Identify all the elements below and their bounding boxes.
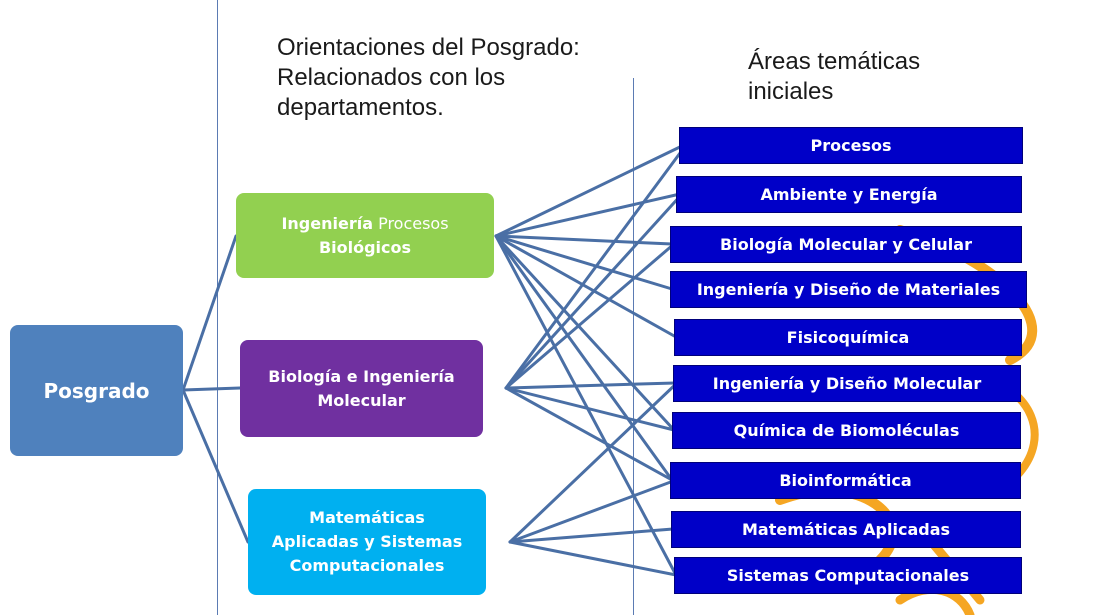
orientation-matematicas-label-line-1: Matemáticas <box>309 508 425 527</box>
area-quimica-biomoleculas-label: Química de Biomoléculas <box>733 421 960 440</box>
area-ingenieria-diseno-materiales: Ingeniería y Diseño de Materiales <box>670 271 1027 308</box>
connector-bm-to-quimica-biomoleculas <box>504 386 676 432</box>
divider-left <box>217 0 218 615</box>
area-ingenieria-diseno-materiales-label: Ingeniería y Diseño de Materiales <box>696 280 1001 299</box>
connector-pb-to-procesos <box>494 143 686 238</box>
area-fisicoquimica: Fisicoquímica <box>674 319 1022 356</box>
orientation-matematicas-sistemas: Matemáticas Aplicadas y Sistemas Computa… <box>248 489 486 595</box>
orientation-procesos-biologicos-label-light: Procesos <box>372 213 449 233</box>
area-procesos-label: Procesos <box>810 136 892 155</box>
area-sistemas-computacionales: Sistemas Computacionales <box>674 557 1022 594</box>
area-ambiente-energia-label: Ambiente y Energía <box>760 185 938 204</box>
connector-bm-to-bioinformatica <box>504 386 674 482</box>
heading-areas-line-2: iniciales <box>748 78 834 105</box>
heading-orientaciones-line-2: Relacionados con los <box>277 64 506 91</box>
heading-areas: Áreas temáticas iniciales <box>748 47 920 107</box>
heading-orientaciones-line-3: departamentos. <box>277 94 444 121</box>
area-sistemas-computacionales-label: Sistemas Computacionales <box>726 566 970 585</box>
connector-bm-to-procesos <box>504 143 688 390</box>
orientation-procesos-biologicos-label-b: Biológicos <box>318 237 412 257</box>
heading-orientaciones: Orientaciones del Posgrado: Relacionados… <box>277 33 580 123</box>
connector-pb-to-sistemas <box>494 234 678 577</box>
divider-right <box>633 78 634 615</box>
area-ingenieria-diseno-molecular-label: Ingeniería y Diseño Molecular <box>712 374 982 393</box>
heading-orientaciones-line-1: Orientaciones del Posgrado: <box>277 34 580 61</box>
connector-bm-to-ing-molecular <box>504 381 677 390</box>
area-ingenieria-diseno-molecular: Ingeniería y Diseño Molecular <box>673 365 1021 402</box>
orientation-procesos-biologicos-label-a: Ingeniería <box>281 213 373 233</box>
root-node-label: Posgrado <box>43 378 150 403</box>
area-matematicas-aplicadas-label: Matemáticas Aplicadas <box>741 520 951 539</box>
area-biologia-molecular-celular: Biología Molecular y Celular <box>670 226 1022 263</box>
heading-areas-line-1: Áreas temáticas <box>748 48 921 75</box>
orientation-matematicas-label-line-3: Computacionales <box>289 556 445 575</box>
connector-ms-to-sistemas <box>508 540 678 577</box>
connector-bm-to-ambiente <box>504 192 684 390</box>
connector-pb-to-ing-materiales <box>494 234 674 291</box>
connector-bm-to-biologia-celular <box>504 242 676 390</box>
connector-root-to-matematicas-sistemas <box>181 388 250 544</box>
area-bioinformatica-label: Bioinformática <box>779 471 912 490</box>
connector-pb-to-fisicoquimica <box>494 234 678 339</box>
connector-pb-to-quimica-biomoleculas <box>494 234 676 432</box>
connector-pb-to-ambiente <box>494 192 682 238</box>
root-node-posgrado: Posgrado <box>10 325 183 456</box>
orientation-biologia-ingenieria-molecular: Biología e Ingeniería Molecular <box>240 340 483 437</box>
orientation-matematicas-label-line-2: Aplicadas y Sistemas <box>271 532 463 551</box>
connector-pb-to-biologia-celular <box>494 234 674 246</box>
area-ambiente-energia: Ambiente y Energía <box>676 176 1022 213</box>
connector-ms-to-bioinformatica <box>508 478 678 544</box>
area-bioinformatica: Bioinformática <box>670 462 1021 499</box>
area-procesos: Procesos <box>679 127 1023 164</box>
area-quimica-biomoleculas: Química de Biomoléculas <box>672 412 1021 449</box>
connector-root-to-biologia-molecular <box>181 386 242 392</box>
area-biologia-molecular-celular-label: Biología Molecular y Celular <box>720 235 972 254</box>
area-fisicoquimica-label: Fisicoquímica <box>786 328 910 347</box>
orientation-biologia-label-line-1: Biología e Ingeniería <box>268 366 455 386</box>
orientation-biologia-label-line-2: Molecular <box>317 390 406 410</box>
connector-ms-to-ing-molecular <box>508 381 679 544</box>
connector-pb-to-bioinformatica <box>494 234 674 482</box>
orientation-procesos-biologicos: Ingeniería Procesos Biológicos <box>236 193 494 278</box>
connector-root-to-procesos-biologicos <box>181 234 238 392</box>
connector-ms-to-matematicas <box>508 527 675 544</box>
area-matematicas-aplicadas: Matemáticas Aplicadas <box>671 511 1021 548</box>
